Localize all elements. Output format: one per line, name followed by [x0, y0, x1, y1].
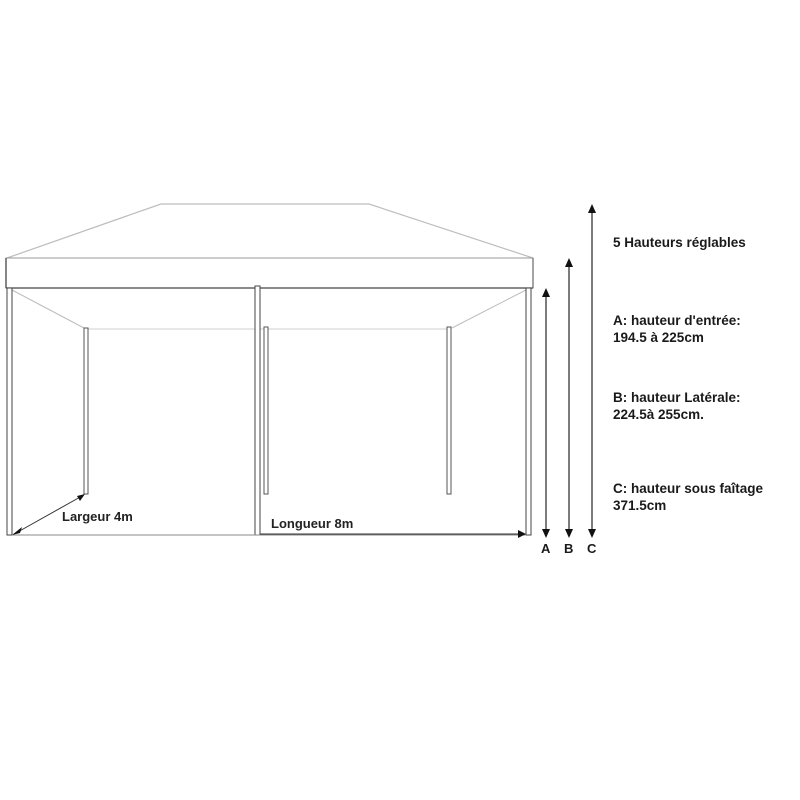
length-label: Longueur 8m: [271, 516, 354, 531]
height-arrow-a: [542, 288, 550, 538]
back-poles: [83, 326, 452, 495]
height-arrow-b: [565, 258, 573, 538]
tent-roof: [5, 203, 534, 289]
legend-b-label: B: hauteur Latérale:: [613, 390, 741, 405]
width-label: Largeur 4m: [62, 509, 133, 524]
tent-frame-inner: [11, 289, 527, 330]
axis-letter-c: C: [587, 541, 597, 556]
legend-c-label: C: hauteur sous faîtage: [613, 481, 764, 496]
legend-a-value: 194.5 à 225cm: [613, 330, 704, 345]
legend-a-label: A: hauteur d'entrée:: [613, 313, 741, 328]
legend-title: 5 Hauteurs réglables: [613, 235, 746, 250]
length-arrow: [260, 530, 526, 538]
width-arrow: [12, 494, 85, 535]
legend-b-value: 224.5à 255cm.: [613, 407, 704, 422]
height-arrow-c: [588, 204, 596, 538]
axis-letter-b: B: [564, 541, 574, 556]
axis-letter-a: A: [541, 541, 551, 556]
legend-c-value: 371.5cm: [613, 498, 667, 513]
front-poles: [6, 285, 532, 536]
